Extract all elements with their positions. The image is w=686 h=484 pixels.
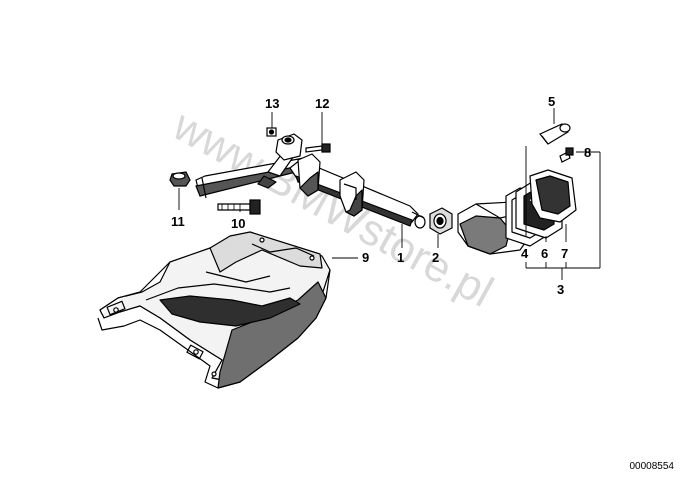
callout-7: 7 [561, 246, 568, 261]
callout-4: 4 [521, 246, 529, 261]
callout-8: 8 [584, 145, 591, 160]
screw-8 [559, 147, 574, 163]
bellows-boot [457, 169, 577, 255]
screw-12 [305, 143, 331, 153]
callout-11: 11 [171, 214, 185, 229]
callout-13: 13 [265, 96, 279, 111]
top-clamp [275, 133, 303, 161]
callout-9: 9 [362, 250, 369, 265]
callout-6: 6 [541, 246, 548, 261]
leader-lines [178, 108, 601, 280]
nut-13 [266, 127, 277, 137]
callout-labels: 13 12 5 8 11 10 9 1 2 4 6 7 3 [171, 94, 591, 297]
callout-2: 2 [432, 250, 439, 265]
steering-column-shaft [195, 145, 426, 229]
callout-1: 1 [397, 250, 404, 265]
bolt-10 [217, 199, 261, 215]
sleeve-5 [539, 123, 571, 145]
nut-11 [169, 171, 191, 187]
callout-12: 12 [315, 96, 329, 111]
callout-3: 3 [557, 282, 564, 297]
callout-10: 10 [231, 216, 245, 231]
diagram-number: 00008554 [629, 461, 675, 472]
callout-5: 5 [548, 94, 555, 109]
bushing-2 [429, 207, 453, 235]
lower-trim-cover [97, 231, 331, 389]
